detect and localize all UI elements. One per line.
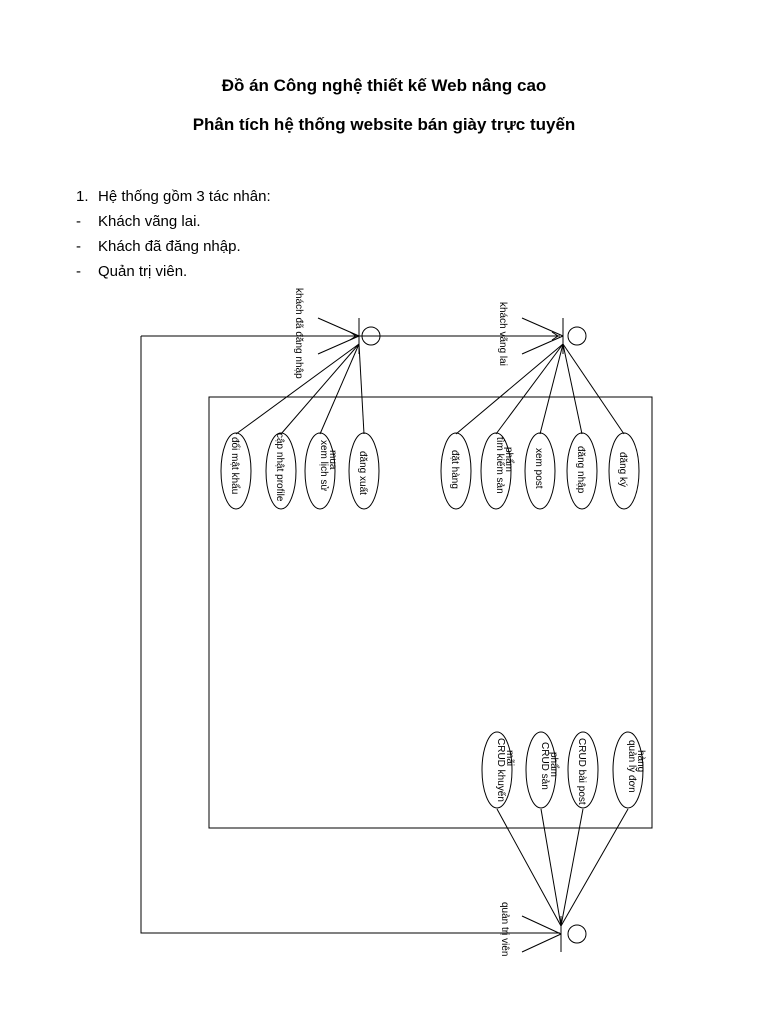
use-case-ellipse (567, 731, 599, 809)
use-case-label: xem post (533, 448, 544, 489)
use-case-ellipse (524, 432, 556, 510)
association-line (560, 808, 629, 927)
association-line (319, 343, 360, 435)
list-marker: 1. (76, 188, 89, 205)
use-case-ellipse (612, 731, 644, 809)
association-line (235, 343, 360, 435)
use-case-label: CRUD bài post (576, 738, 587, 805)
association-line (562, 343, 583, 435)
actor-admin (521, 915, 587, 953)
list-marker: - (76, 213, 81, 230)
association-line (358, 343, 365, 435)
association-line (280, 343, 360, 435)
list-item: -Khách đã đăng nhập. (76, 234, 241, 259)
document-subtitle: Phân tích hệ thống website bán giày trực… (192, 115, 576, 134)
use-case-ellipse (440, 432, 472, 510)
use-case-label: cập nhật profile (274, 433, 285, 502)
association-line (562, 343, 625, 435)
association-line (496, 808, 562, 927)
list-marker: - (76, 263, 81, 280)
use-case-label: CRUD sảnphẩm (539, 742, 560, 790)
use-case-ellipse (480, 432, 512, 510)
list-text: Hệ thống gồm 3 tác nhân: (98, 188, 271, 205)
document-title: Đồ án Công nghệ thiết kế Web nâng cao (221, 76, 547, 95)
list-text: Quản trị viên. (98, 263, 188, 280)
list-marker: - (76, 238, 81, 255)
association-line (539, 343, 564, 435)
list-item: -Khách vãng lai. (76, 209, 201, 234)
association-line (540, 808, 562, 927)
actor-guest (521, 317, 587, 355)
association-line (560, 808, 584, 927)
list-text: Khách vãng lai. (98, 213, 201, 230)
use-case-label: đổi mật khẩu (229, 437, 241, 494)
list-text: Khách đã đăng nhập. (98, 238, 241, 255)
connector-line (140, 336, 560, 934)
actor-label: khách vãng lai (497, 302, 508, 366)
use-case-label: đăng nhập (575, 446, 586, 494)
use-case-ellipse (220, 432, 252, 510)
use-case-ellipse (348, 432, 380, 510)
actor-logged-in (317, 317, 381, 355)
use-case-ellipse (608, 432, 640, 510)
use-case-label: CRUD khuyếnmãi (495, 738, 515, 802)
association-line (495, 343, 564, 435)
use-case-label: quản lý đơnhàng (626, 740, 646, 793)
use-case-ellipse (481, 731, 513, 809)
use-case-ellipse (525, 731, 557, 809)
use-case-label: đăng ký (617, 452, 628, 487)
use-case-label: xem lịch sửmua (318, 440, 338, 491)
association-line (455, 343, 564, 435)
use-case-label: đặt hàng (449, 450, 460, 489)
list-item: -Quản trị viên. (76, 259, 187, 284)
arrow-head (551, 331, 559, 341)
use-case-ellipse (265, 432, 297, 510)
use-case-ellipse (304, 432, 336, 510)
actor-label: khách đã đăng nhập (293, 288, 304, 379)
list-item: 1. Hệ thống gồm 3 tác nhân: (76, 184, 271, 209)
system-boundary (208, 396, 653, 829)
use-case-label: đăng xuất (357, 451, 369, 495)
actor-label: quản trị viên (499, 902, 510, 956)
use-case-label: tìm kiếm sảnphẩm (494, 437, 515, 494)
use-case-ellipse (566, 432, 598, 510)
